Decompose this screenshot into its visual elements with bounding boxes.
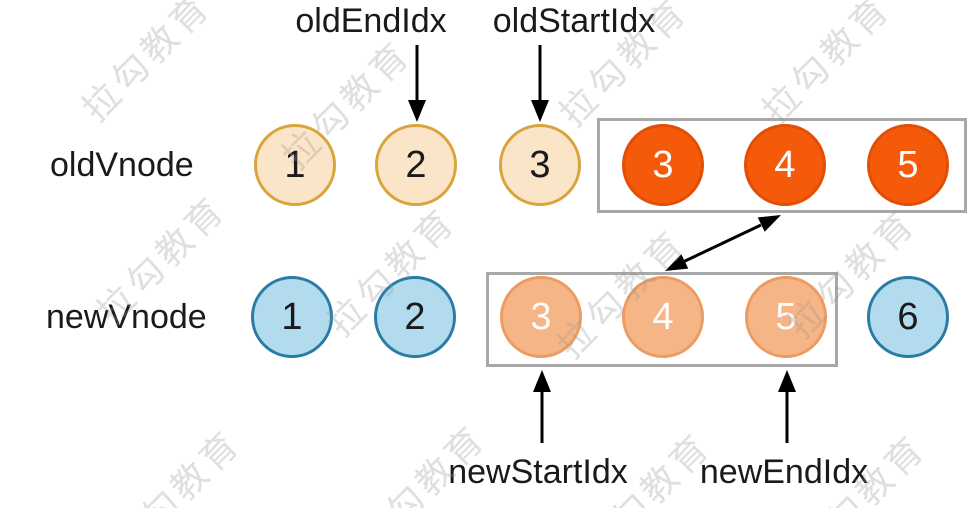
old-vnode-circle-1: 1 (254, 124, 336, 206)
old-vnode-circle-2: 2 (375, 124, 457, 206)
new-vnode-circle-6: 6 (867, 276, 949, 358)
old-vnode-circle-3-moved: 3 (622, 124, 704, 206)
new-start-idx-arrow (533, 370, 551, 443)
old-start-idx-arrow (531, 45, 549, 122)
watermark: 拉勾教育 (104, 421, 250, 508)
move-double-arrow (665, 215, 781, 271)
watermark: 拉勾教育 (74, 0, 220, 130)
new-vnode-circle-1: 1 (251, 276, 333, 358)
old-start-idx-label: oldStartIdx (492, 2, 656, 40)
old-range-box (597, 118, 967, 213)
new-vnode-circle-2: 2 (374, 276, 456, 358)
old-end-idx-label: oldEndIdx (295, 2, 447, 40)
new-start-idx-label: newStartIdx (448, 453, 628, 491)
new-end-idx-arrow (778, 370, 796, 443)
new-range-box (486, 272, 838, 367)
new-vnode-circle-4: 4 (622, 276, 704, 358)
watermark: 拉勾教育 (754, 0, 900, 132)
new-vnode-row-label: newVnode (46, 298, 207, 336)
old-vnode-circle-4-moved: 4 (744, 124, 826, 206)
new-vnode-circle-5: 5 (745, 276, 827, 358)
new-vnode-circle-3: 3 (500, 276, 582, 358)
old-end-idx-arrow (408, 45, 426, 122)
old-vnode-circle-5-moved: 5 (867, 124, 949, 206)
old-vnode-row-label: oldVnode (50, 146, 194, 184)
old-vnode-circle-3: 3 (499, 124, 581, 206)
new-end-idx-label: newEndIdx (699, 453, 869, 491)
